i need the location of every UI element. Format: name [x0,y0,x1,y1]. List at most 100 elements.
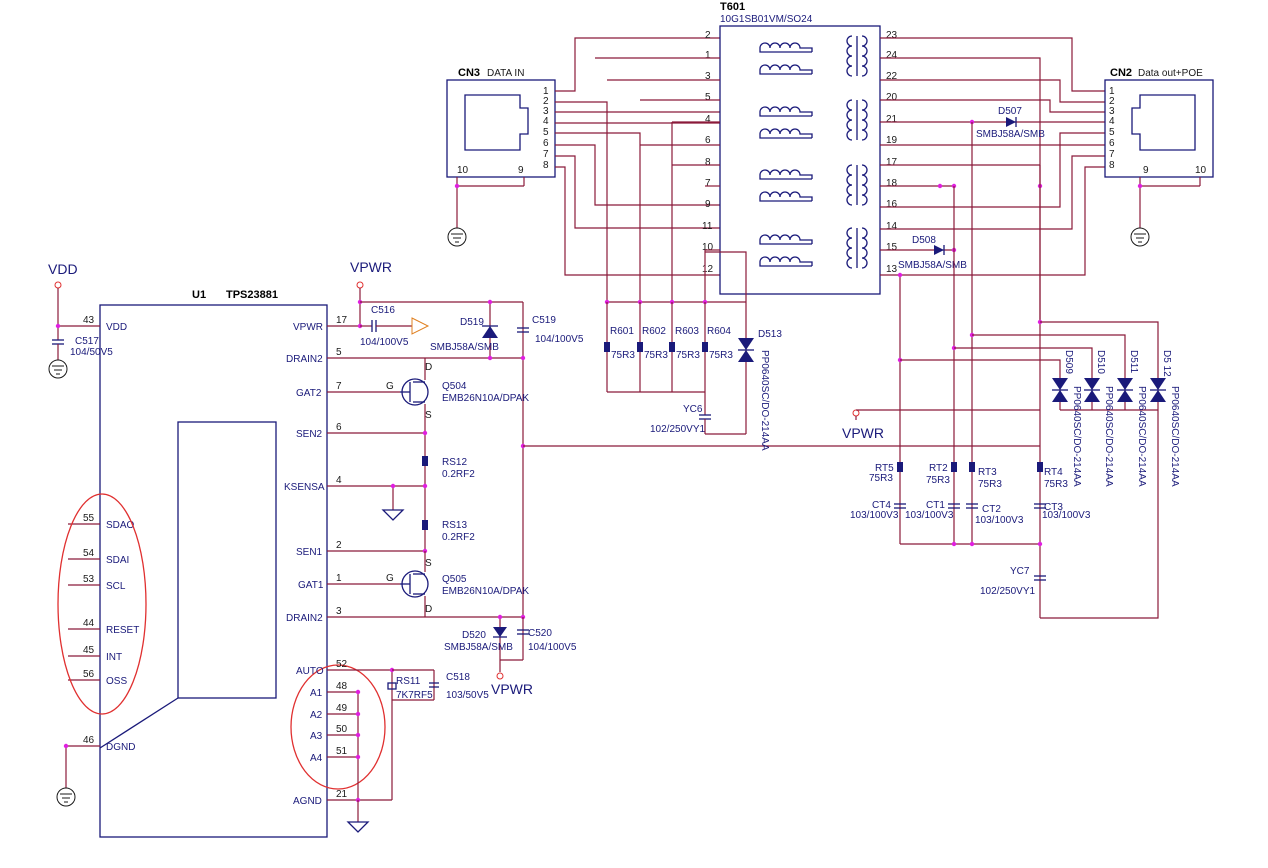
cn3-pin: 3 [543,106,549,117]
c516-ref: C516 [371,305,395,316]
rt5-value: 75R3 [869,473,893,484]
u1-pin-name: A3 [310,731,323,742]
t601-pin: 19 [886,135,898,146]
vpwr-power-symbol [852,409,860,417]
d513-ref: D513 [758,329,782,340]
d509-ref: D509 [1063,350,1074,374]
ct3-ref: CT3 [1044,502,1063,513]
t601-pin: 1 [705,50,711,61]
coil-winding [759,256,813,266]
t601-pin: 7 [705,178,711,189]
r601-ref: R601 [610,326,634,337]
r601-resistor [604,342,610,352]
coil-winding [759,106,813,116]
rt3-ref: RT3 [978,467,997,478]
rs12-ref: RS12 [442,457,467,468]
t601-pin: 18 [886,178,898,189]
u1-pin-num: 2 [336,540,342,551]
d509-value: PP0640SC/DO-214AA [1071,386,1082,487]
cn2-pin: 3 [1109,106,1115,117]
cn2-pin: 8 [1109,160,1115,171]
q505-g-label: G [386,573,394,584]
d509-diode-icon [1052,378,1068,390]
rt5-resistor [897,462,903,472]
cn3-pin: 6 [543,138,549,149]
cn3-connector: CN3 DATA IN 1 2 3 4 5 6 7 8 10 9 [446,67,556,247]
u1-pin-num: 48 [336,681,348,692]
sense-resistors: RS12 0.2RF2 RS13 0.2RF2 [381,430,475,554]
u1-inner-box [177,421,277,699]
u1-pin-name: INT [106,652,122,663]
u1-left-pins: 43 VDD 55 SDAO 54 SDAI 53 SCL 44 RESET 4… [58,315,139,753]
u1-pin-num: 53 [83,574,95,585]
d507-value: SMBJ58A/SMB [976,129,1045,140]
u1-pin-num: 55 [83,513,95,524]
u1-pin-name: AUTO [296,666,324,677]
rt4-value: 75R3 [1044,479,1068,490]
d511-ref: D511 [1128,350,1139,374]
t601-pin: 9 [705,199,711,210]
coil-winding [759,128,813,138]
u1-pin-name: A2 [310,710,323,721]
c520-value: 104/100V5 [528,642,577,653]
coil-winding [846,99,853,141]
q505-d-label: D [425,604,432,615]
ground-icon [447,227,467,247]
highlight-ellipse-i2c [57,493,147,715]
cn3-pin: 5 [543,127,549,138]
rs11-value: 7K7RF5 [396,690,433,701]
q504-mosfet: G D S Q504 EMB26N10A/DPAK [386,358,529,433]
q505-value: EMB26N10A/DPAK [442,586,529,597]
coil-winding [846,35,853,77]
u1-pin-name: VDD [106,322,127,333]
u1-part: TPS23881 [226,289,278,301]
t601-pin: 20 [886,92,898,103]
u1-body [99,304,328,838]
vpwr-power-symbol [496,672,504,680]
d510-value: PP0640SC/DO-214AA [1103,386,1114,487]
u1-pin-name: GAT1 [298,580,324,591]
d519-ref: D519 [460,317,484,328]
cn3-ref: CN3 [458,67,480,79]
u1-pin-num: 17 [336,315,348,326]
t601-pin: 17 [886,157,898,168]
cn2-connector: CN2 Data out+POE 1 2 3 4 5 6 7 8 9 10 [1104,67,1214,247]
t601-right-pins: 23 24 22 20 21 19 17 18 16 14 15 13 [886,30,898,275]
t601-pin: 14 [886,221,898,232]
left-termination: R601 75R3 R602 75R3 R603 75R3 R604 75R3 … [604,299,782,451]
cn3-body [446,79,556,178]
r603-ref: R603 [675,326,699,337]
t601-pin: 10 [702,242,714,253]
u1-pin-num: 3 [336,606,342,617]
u1-chip: U1 TPS23881 [99,289,328,838]
cn2-pin: 10 [1195,165,1207,176]
vpwr-label: VPWR [491,681,533,697]
vpwr-power-symbol [356,281,364,289]
d507-d508: D507 SMBJ58A/SMB D508 SMBJ58A/SMB [898,106,1045,271]
vpwr-label: VPWR [350,259,392,275]
cn2-body [1104,79,1214,178]
u1-pin-name: SEN2 [296,429,323,440]
cn3-wires [555,37,720,302]
ct1-ref: CT1 [926,500,945,511]
cn2-pin: 4 [1109,116,1115,127]
rs12-value: 0.2RF2 [442,469,475,480]
yc6-value: 102/250VY1 [650,424,705,435]
u1-pin-num: 44 [83,618,95,629]
q504-g-label: G [386,381,394,392]
rt3-resistor [969,462,975,472]
d511-value: PP0640SC/DO-214AA [1136,386,1147,487]
cn3-pin: 9 [518,165,524,176]
t601-pin: 2 [705,30,711,41]
cn2-pin: 6 [1109,138,1115,149]
u1-right-pins: 17 VPWR 5 DRAIN2 7 GAT2 6 SEN2 4 KSENSA … [284,315,523,807]
u1-pin-num: 50 [336,724,348,735]
u1-pin-num: 54 [83,548,95,559]
ct2-value: 103/100V3 [975,515,1024,526]
t601-right-wires [880,37,1105,322]
ct4-value: 103/100V3 [850,510,899,521]
rs13-value: 0.2RF2 [442,532,475,543]
u1-pin-num: 49 [336,703,348,714]
cn3-pin: 2 [543,96,549,107]
u1-pin-num: 51 [336,746,348,757]
